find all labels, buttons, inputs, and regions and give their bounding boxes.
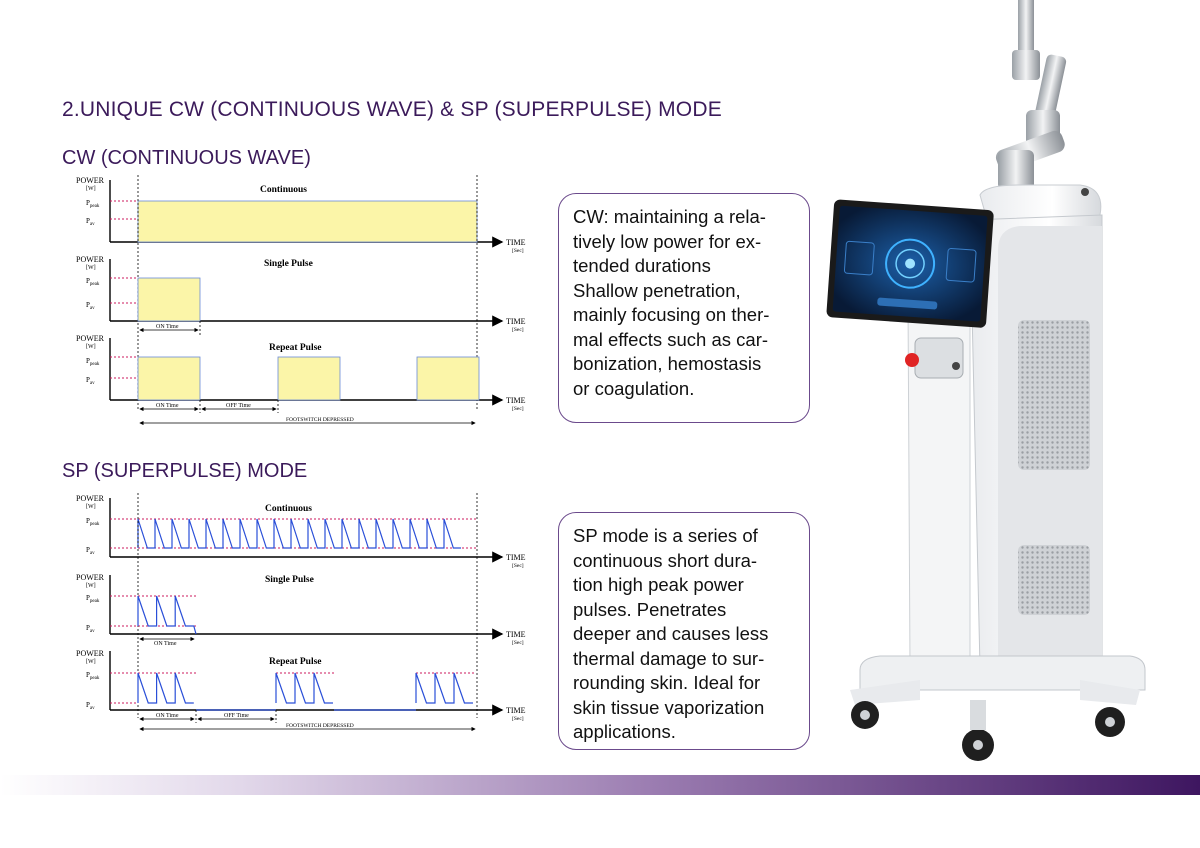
svg-text:TIME: TIME	[506, 553, 526, 562]
cw-single-pulse-plot: POWER [W] Single Pulse Ppeak Pav ON Time…	[76, 255, 526, 335]
svg-text:Pav: Pav	[86, 624, 95, 634]
svg-text:[W]: [W]	[86, 659, 96, 665]
svg-text:[Sec]: [Sec]	[512, 327, 524, 333]
sp-single-pulse-plot: POWER [W] Single Pulse Ppeak Pav ON Time…	[76, 573, 526, 647]
sp-heading: SP (SUPERPULSE) MODE	[62, 460, 308, 482]
svg-text:OFF Time: OFF Time	[224, 713, 249, 719]
svg-text:Pav: Pav	[86, 217, 95, 227]
laser-machine-illustration	[826, 0, 1146, 761]
sp-continuous-plot: POWER [W] Continuous Ppeak Pav TIME [Sec…	[76, 494, 526, 569]
sp-waveform-diagram: POWER [W] Continuous Ppeak Pav TIME [Sec…	[76, 493, 526, 732]
svg-text:Repeat Pulse: Repeat Pulse	[269, 657, 322, 667]
cw-repeat-pulse-plot: POWER [W] Repeat Pulse Ppeak Pav ON Time…	[76, 334, 526, 426]
svg-text:TIME: TIME	[506, 630, 526, 639]
footer-gradient-band	[0, 775, 1200, 795]
svg-text:Ppeak: Ppeak	[86, 671, 100, 681]
svg-text:[W]: [W]	[86, 344, 96, 350]
arm-segment	[1018, 0, 1034, 55]
svg-text:Pav: Pav	[86, 701, 95, 711]
svg-text:Pav: Pav	[86, 376, 95, 386]
svg-text:Ppeak: Ppeak	[86, 357, 100, 367]
touchscreen	[826, 199, 994, 328]
emergency-stop-icon	[905, 353, 919, 367]
svg-text:ON Time: ON Time	[156, 713, 179, 719]
svg-text:FOOTSWITCH DEPRESSED: FOOTSWITCH DEPRESSED	[286, 723, 354, 729]
svg-text:[W]: [W]	[86, 265, 96, 271]
svg-text:Ppeak: Ppeak	[86, 517, 100, 527]
svg-text:FOOTSWITCH DEPRESSED: FOOTSWITCH DEPRESSED	[286, 417, 354, 423]
svg-text:ON Time: ON Time	[156, 403, 179, 409]
watt-label: [W]	[86, 186, 96, 192]
svg-text:[Sec]: [Sec]	[512, 640, 524, 646]
svg-text:TIME: TIME	[506, 706, 526, 715]
svg-text:[Sec]: [Sec]	[512, 248, 524, 254]
time-label: TIME	[506, 238, 526, 247]
svg-text:POWER: POWER	[76, 255, 105, 264]
continuous-title: Continuous	[260, 185, 307, 195]
cw-heading: CW (CONTINUOUS WAVE)	[62, 147, 311, 169]
power-label: POWER	[76, 176, 105, 185]
svg-text:Repeat Pulse: Repeat Pulse	[269, 343, 322, 353]
svg-text:Single Pulse: Single Pulse	[265, 575, 314, 585]
sp-description-box: SP mode is a series of continuous short …	[558, 512, 810, 750]
svg-text:Single Pulse: Single Pulse	[264, 259, 313, 269]
svg-text:OFF Time: OFF Time	[226, 403, 251, 409]
svg-text:POWER: POWER	[76, 334, 105, 343]
svg-text:Ppeak: Ppeak	[86, 277, 100, 287]
svg-text:Ppeak: Ppeak	[86, 594, 100, 604]
cw-waveform-diagram: POWER [W] Continuous Ppeak Pav TIME [Sec…	[76, 175, 526, 426]
svg-text:Pav: Pav	[86, 301, 95, 311]
sp-description-text: SP mode is a series of continuous short …	[573, 525, 769, 742]
svg-text:Continuous: Continuous	[265, 504, 312, 514]
svg-text:[W]: [W]	[86, 504, 96, 510]
svg-text:TIME: TIME	[506, 317, 526, 326]
svg-text:Pav: Pav	[86, 546, 95, 556]
sp-repeat-pulse-plot: POWER [W] Repeat Pulse Ppeak Pav ON Time…	[76, 649, 526, 732]
cw-description-text: CW: maintaining a rela- tively low power…	[573, 206, 770, 399]
svg-text:POWER: POWER	[76, 573, 105, 582]
svg-text:Ppeak: Ppeak	[86, 199, 100, 209]
svg-text:POWER: POWER	[76, 649, 105, 658]
svg-text:POWER: POWER	[76, 494, 105, 503]
svg-text:[W]: [W]	[86, 583, 96, 589]
svg-text:ON Time: ON Time	[154, 641, 177, 647]
svg-text:[Sec]: [Sec]	[512, 406, 524, 412]
main-title: 2.UNIQUE CW (CONTINUOUS WAVE) & SP (SUPE…	[62, 98, 722, 121]
svg-text:[Sec]: [Sec]	[512, 716, 524, 722]
svg-text:[Sec]: [Sec]	[512, 563, 524, 569]
cw-description-box: CW: maintaining a rela- tively low power…	[558, 193, 810, 423]
svg-text:ON Time: ON Time	[156, 324, 179, 330]
svg-text:TIME: TIME	[506, 396, 526, 405]
cw-continuous-plot: POWER [W] Continuous Ppeak Pav TIME [Sec…	[76, 176, 526, 254]
